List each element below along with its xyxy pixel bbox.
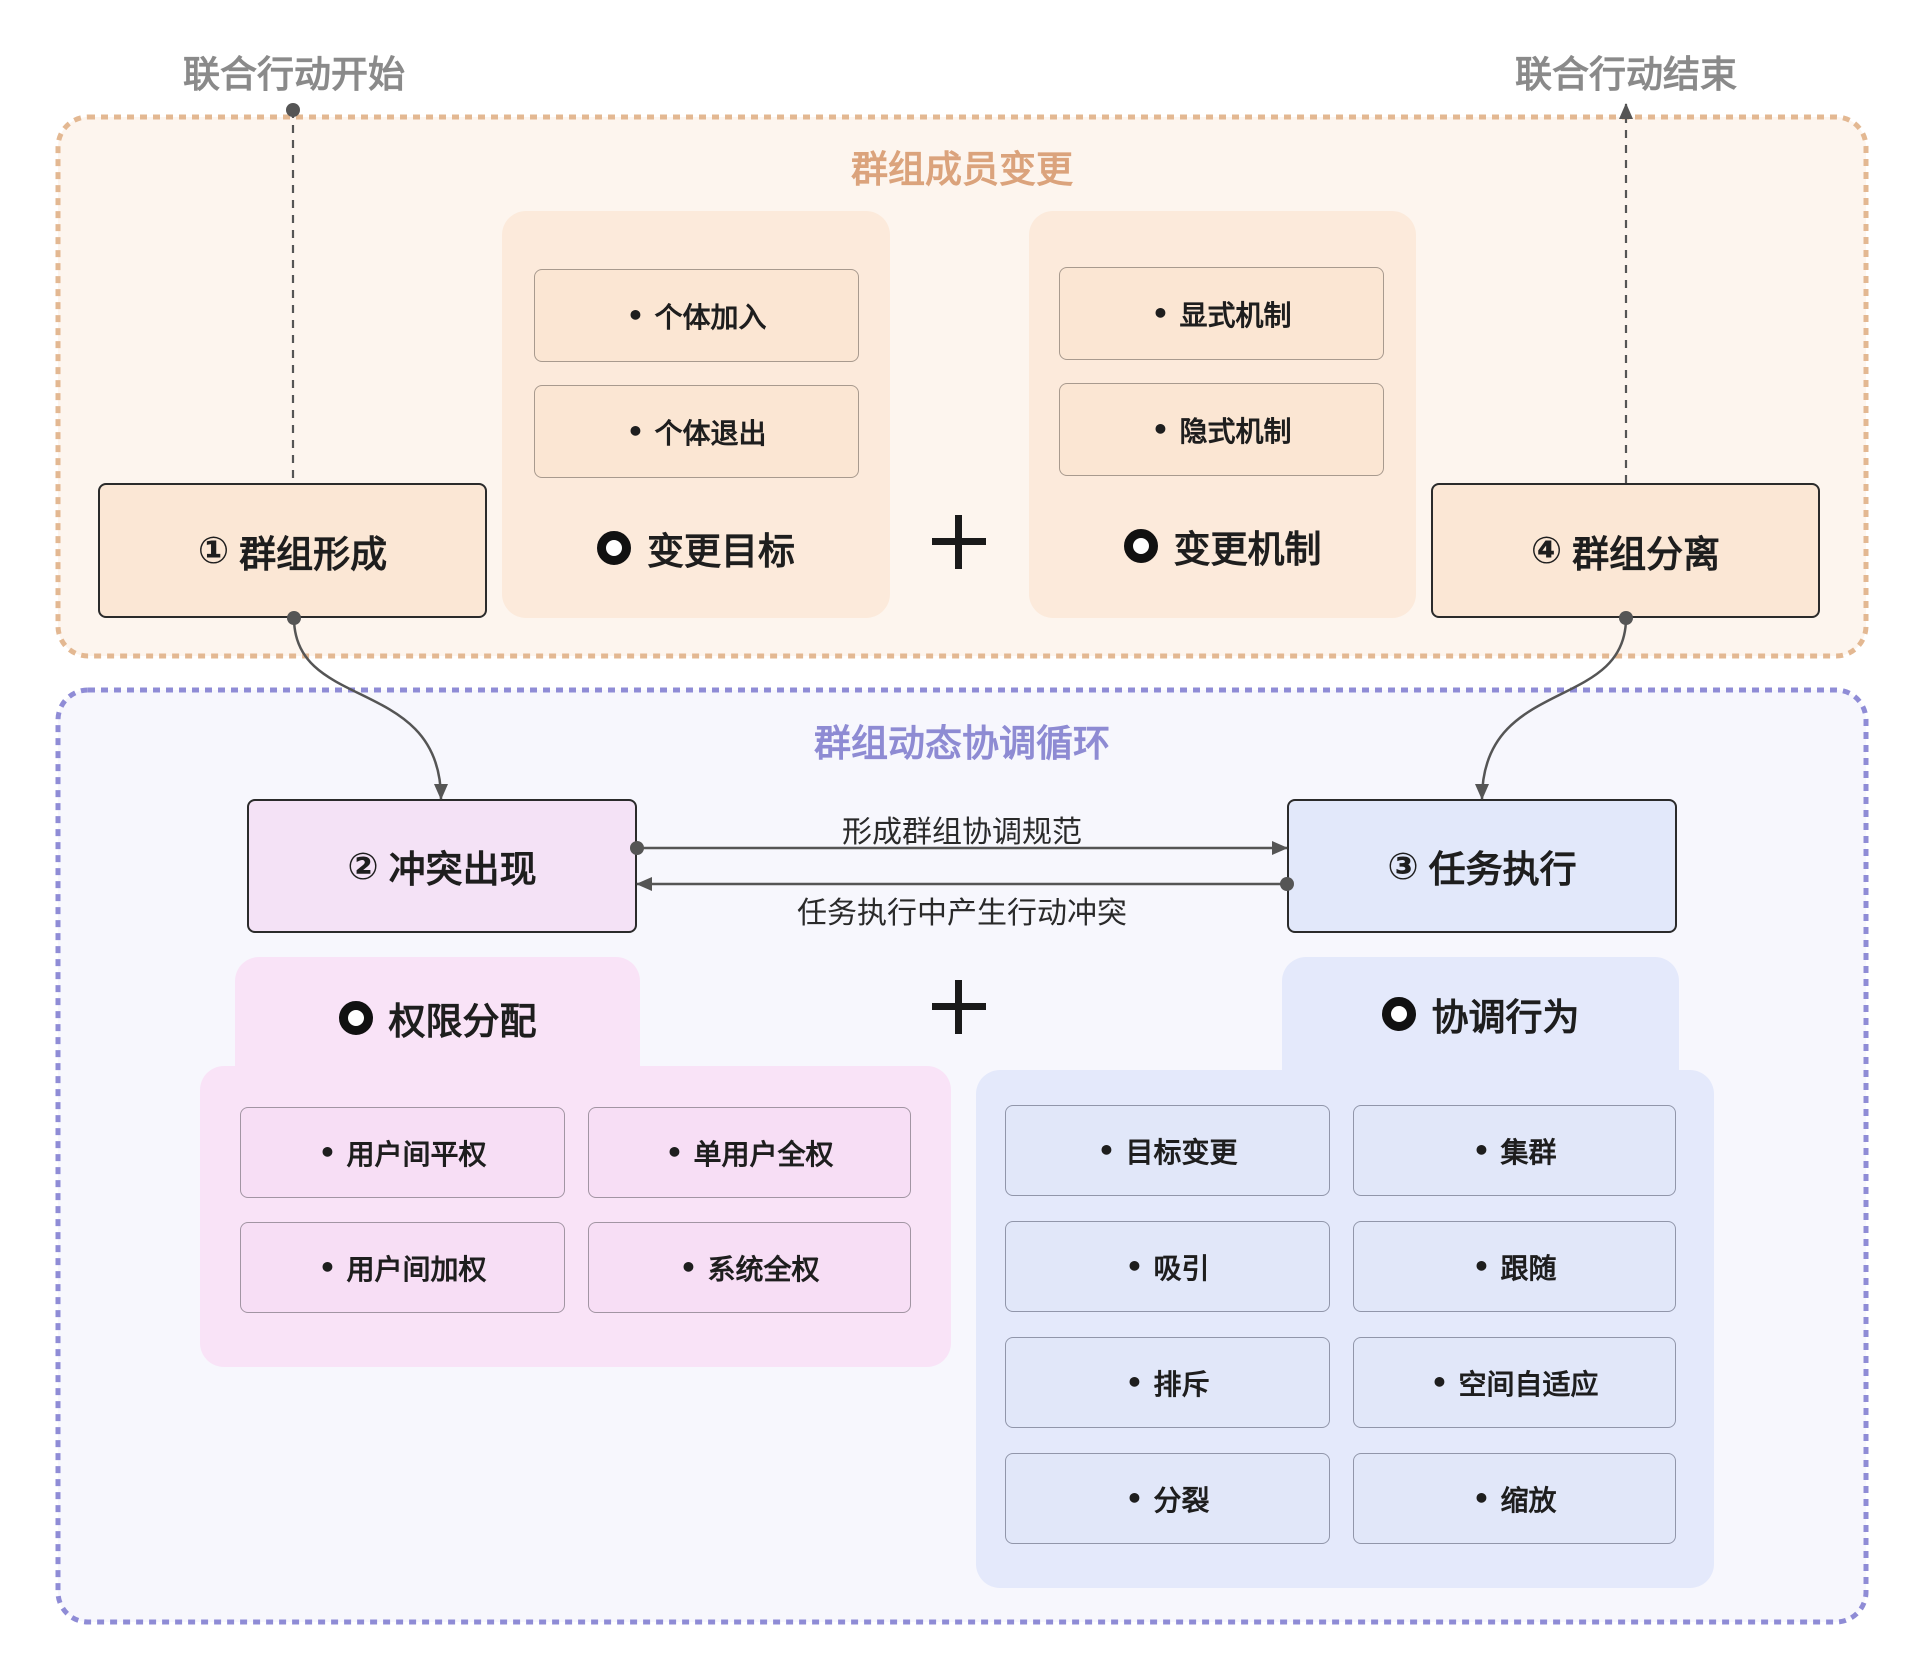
item-label: 系统全权 <box>707 1252 820 1286</box>
behavior-label: 协调行为 <box>1282 986 1679 1042</box>
item-label: 集群 <box>1500 1135 1557 1169</box>
ring-icon <box>1381 997 1416 1031</box>
stage-task-execution: ③ 任务执行 <box>1287 799 1677 933</box>
change-target-item: • 个体加入 <box>534 269 859 362</box>
section-title: 变更目标 <box>647 530 795 573</box>
permission-item: • 用户间平权 <box>240 1107 565 1198</box>
item-label: 个体退出 <box>654 416 767 450</box>
joint-action-start-label: 联合行动开始 <box>183 53 405 96</box>
stage-group-formation: ① 群组形成 <box>98 483 487 618</box>
bullet: • <box>665 1136 684 1169</box>
permission-item: • 系统全权 <box>588 1222 911 1313</box>
change-mechanism-item: • 隐式机制 <box>1059 383 1384 476</box>
item-label: 用户间平权 <box>346 1137 487 1171</box>
ring-icon <box>338 1001 373 1035</box>
stage-label: 群组分离 <box>1572 532 1721 576</box>
item-label: 分裂 <box>1153 1483 1210 1517</box>
item-label: 单用户全权 <box>693 1137 834 1171</box>
coordination-title: 群组动态协调循环 <box>814 722 1110 765</box>
bullet: • <box>679 1251 698 1284</box>
bullet: • <box>626 299 645 332</box>
item-label: 目标变更 <box>1125 1135 1238 1169</box>
bullet: • <box>1097 1134 1116 1167</box>
stage-number: ① <box>197 529 230 572</box>
item-label: 个体加入 <box>654 300 767 334</box>
stage-number: ② <box>347 844 379 888</box>
stage-label: 冲突出现 <box>388 848 537 891</box>
item-label: 排斥 <box>1153 1367 1210 1401</box>
stage-number: ③ <box>1387 844 1419 888</box>
bullet: • <box>1125 1250 1144 1283</box>
item-label: 缩放 <box>1500 1483 1557 1517</box>
item-label: 空间自适应 <box>1458 1367 1599 1401</box>
bullet: • <box>1472 1482 1491 1515</box>
stage-number: ④ <box>1530 529 1563 572</box>
change-target-label: 变更目标 <box>502 520 890 576</box>
bullet: • <box>1125 1482 1144 1515</box>
stage-group-separation: ④ 群组分离 <box>1431 483 1820 618</box>
behavior-item: • 分裂 <box>1005 1453 1330 1544</box>
bullet: • <box>1125 1366 1144 1399</box>
bullet: • <box>1472 1134 1491 1167</box>
section-title: 权限分配 <box>388 1000 537 1043</box>
section-title: 变更机制 <box>1173 528 1322 571</box>
backward-edge-label: 任务执行中产生行动冲突 <box>797 896 1127 931</box>
permission-item: • 用户间加权 <box>240 1222 565 1313</box>
item-label: 隐式机制 <box>1179 414 1292 448</box>
permission-item: • 单用户全权 <box>588 1107 911 1198</box>
item-label: 跟随 <box>1500 1251 1557 1285</box>
forward-edge-label: 形成群组协调规范 <box>842 815 1082 850</box>
bullet: • <box>1472 1250 1491 1283</box>
bullet: • <box>318 1136 337 1169</box>
stage-label: 任务执行 <box>1428 848 1577 891</box>
change-target-item: • 个体退出 <box>534 385 859 478</box>
change-mechanism-label: 变更机制 <box>1029 518 1416 574</box>
bullet: • <box>626 415 645 448</box>
ring-icon <box>597 531 631 565</box>
item-label: 显式机制 <box>1179 298 1292 332</box>
behavior-item: • 缩放 <box>1353 1453 1676 1544</box>
plus-icon <box>932 515 986 569</box>
section-title: 协调行为 <box>1431 996 1580 1039</box>
bullet: • <box>1151 297 1170 330</box>
bullet: • <box>318 1251 337 1284</box>
behavior-item: • 集群 <box>1353 1105 1676 1196</box>
behavior-item: • 吸引 <box>1005 1221 1330 1312</box>
behavior-item: • 排斥 <box>1005 1337 1330 1428</box>
item-label: 用户间加权 <box>346 1252 487 1286</box>
behavior-item: • 跟随 <box>1353 1221 1676 1312</box>
item-label: 吸引 <box>1153 1251 1210 1285</box>
behavior-item: • 空间自适应 <box>1353 1337 1676 1428</box>
stage-conflict-emerges: ② 冲突出现 <box>247 799 637 933</box>
bullet: • <box>1430 1366 1449 1399</box>
bullet: • <box>1151 413 1170 446</box>
stage-label: 群组形成 <box>239 532 388 576</box>
plus-icon <box>932 980 986 1034</box>
membership-title: 群组成员变更 <box>851 148 1073 191</box>
ring-icon <box>1123 529 1158 563</box>
permission-label: 权限分配 <box>235 990 640 1046</box>
behavior-item: • 目标变更 <box>1005 1105 1330 1196</box>
joint-action-end-label: 联合行动结束 <box>1515 53 1737 96</box>
change-mechanism-item: • 显式机制 <box>1059 267 1384 360</box>
